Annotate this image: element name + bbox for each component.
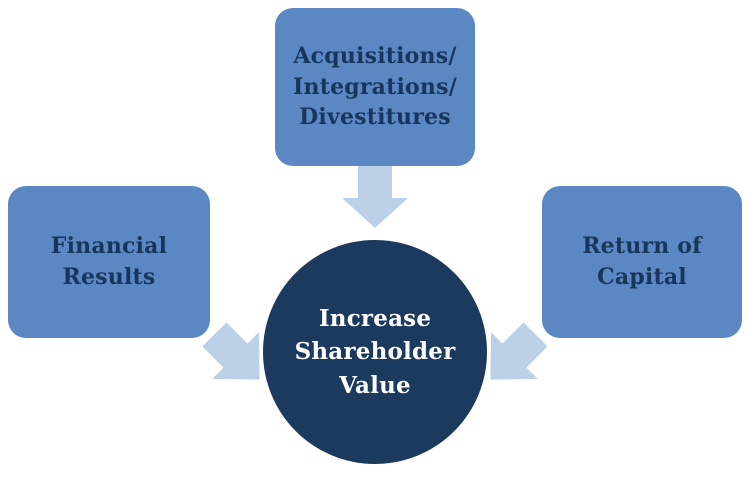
node-financial-results-label: Financial Results xyxy=(50,233,168,290)
arrow-down-left-icon xyxy=(490,322,548,380)
node-acquisitions: Acquisitions/ Integrations/ Divestitures xyxy=(275,8,475,166)
node-return-of-capital-label: Return of Capital xyxy=(582,233,702,290)
hub-label: Increase Shareholder Value xyxy=(294,304,456,399)
node-return-of-capital: Return of Capital xyxy=(542,186,742,338)
node-acquisitions-label: Acquisitions/ Integrations/ Divestitures xyxy=(293,42,457,131)
node-financial-results: Financial Results xyxy=(8,186,210,338)
hub-increase-shareholder-value: Increase Shareholder Value xyxy=(263,240,487,464)
arrow-down-right-icon xyxy=(202,322,260,380)
arrow-down-icon xyxy=(342,166,408,228)
